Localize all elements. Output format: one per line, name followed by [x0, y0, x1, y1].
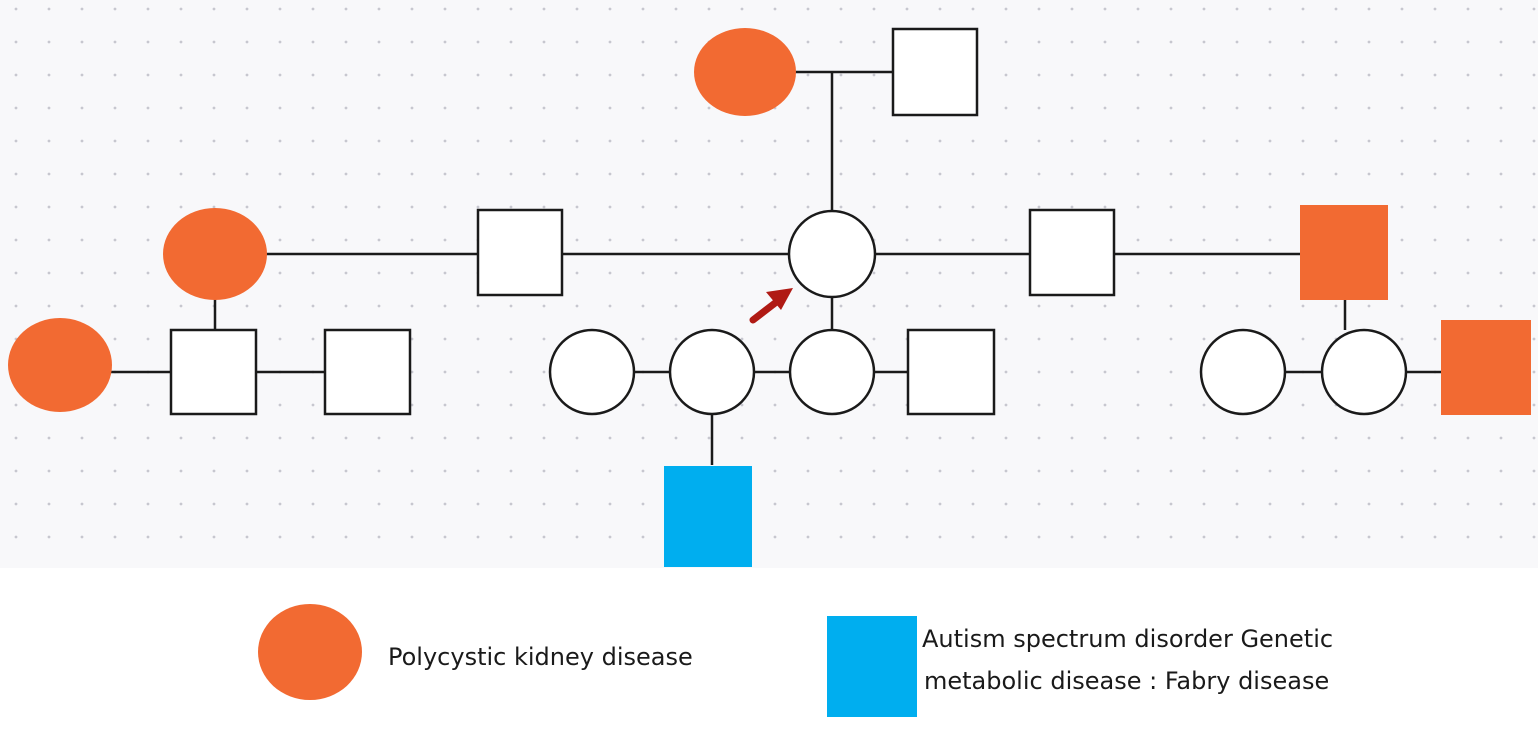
individual-partner-1-brother — [169, 328, 258, 416]
legend-asd-swatch — [827, 616, 917, 717]
individual-daughter-1 — [548, 328, 636, 416]
individual-grandmother — [694, 28, 796, 116]
legend-asd-line-1: Autism spectrum disorder Genetic — [922, 625, 1334, 653]
individual-grandfather — [891, 27, 979, 117]
individual-partner-1-mother — [163, 208, 267, 300]
individual-daughter-2 — [668, 328, 756, 416]
individual-partner-1-brother-wife — [8, 318, 112, 412]
legend-pkd-label-text: Polycystic kidney disease — [388, 643, 693, 671]
individual-partner-2 — [1028, 208, 1116, 297]
individual-son-1 — [906, 328, 996, 416]
legend-asd-line-2: metabolic disease : Fabry disease — [924, 667, 1330, 695]
legend-asd-label: Autism spectrum disorder Genetic metabol… — [922, 618, 1333, 702]
legend-pkd-swatch — [258, 604, 362, 700]
individual-right-partner — [1441, 320, 1531, 415]
proband-arrow — [749, 288, 793, 324]
individual-partner-1-brother-2 — [323, 328, 412, 416]
individual-partner-1 — [476, 208, 564, 297]
individual-right-daughter-1 — [1199, 328, 1287, 416]
legend-pkd-label: Polycystic kidney disease — [388, 636, 693, 678]
individual-right-daughter-2 — [1320, 328, 1408, 416]
individual-proband — [787, 209, 877, 299]
individual-partner-3 — [1300, 205, 1388, 300]
individual-daughter-3 — [788, 328, 876, 416]
individual-grandson — [664, 466, 752, 567]
